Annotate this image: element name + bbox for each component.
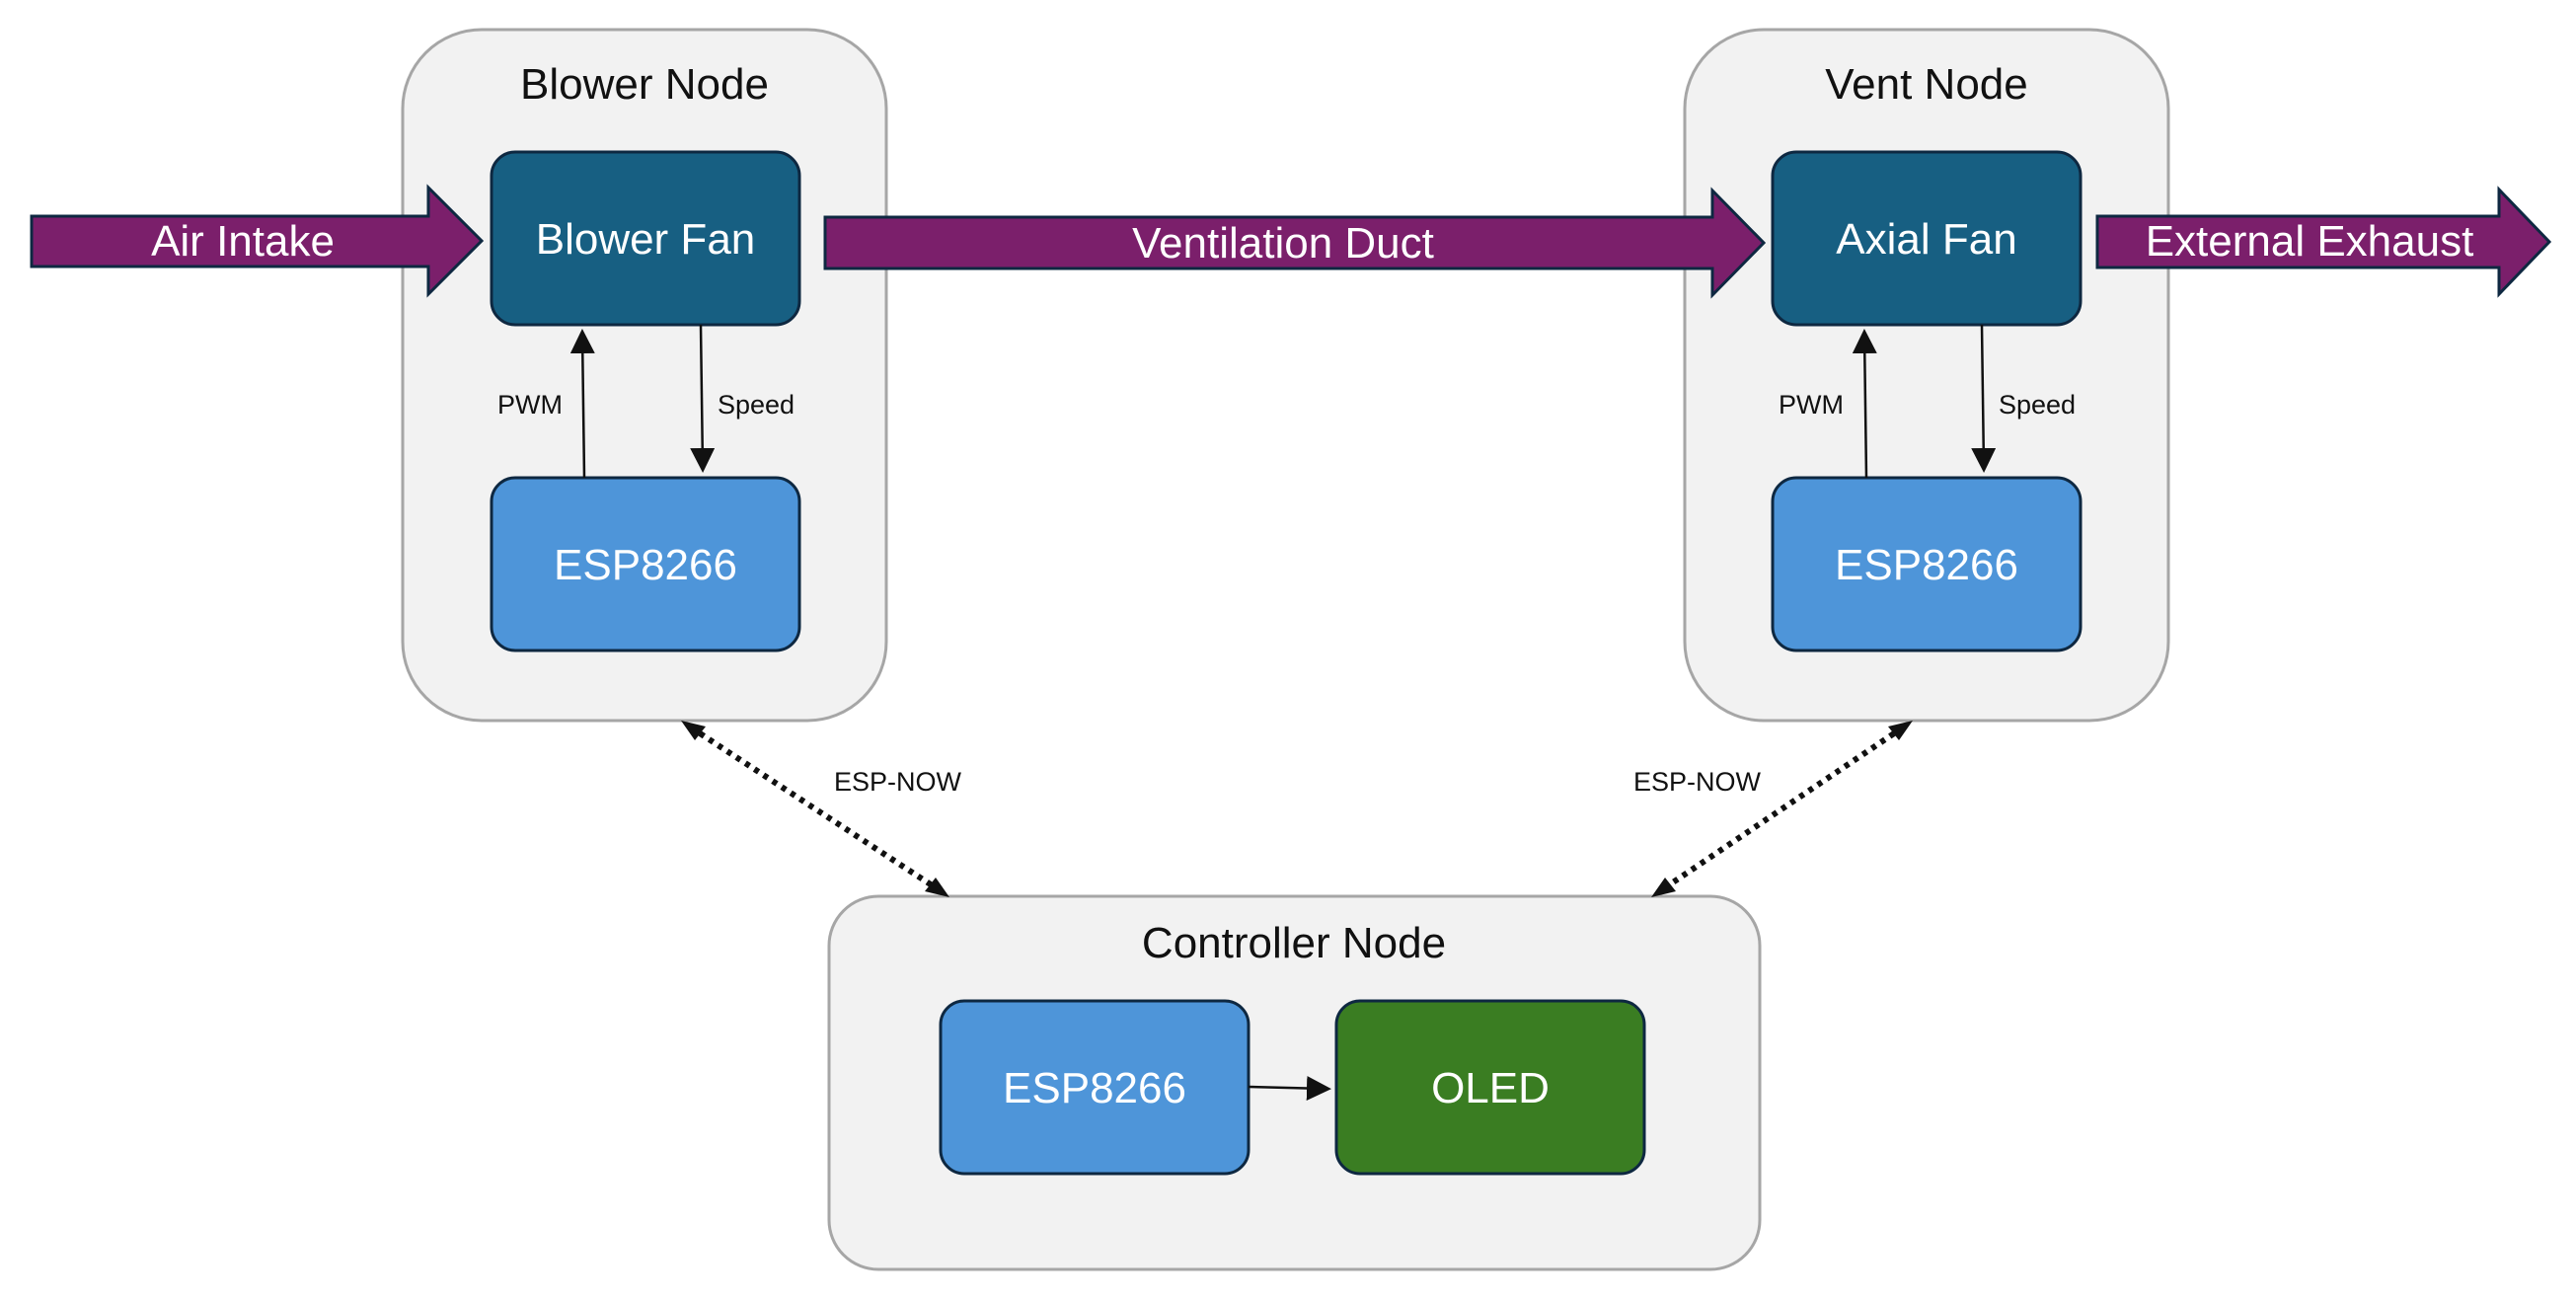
air-intake-label: Air Intake xyxy=(151,217,335,266)
external-exhaust-label: External Exhaust xyxy=(2146,217,2474,266)
vent-esp-box: ESP8266 xyxy=(1771,476,2083,652)
blower-fan-shape xyxy=(490,150,801,327)
axial-fan-shape xyxy=(1771,150,2083,327)
vent-pwm-label: PWM xyxy=(1779,390,1844,420)
espnow-left-arrowhead-bottom xyxy=(925,878,949,897)
espnow-right-arrowhead-top xyxy=(1888,721,1913,740)
external-exhaust-arrow-shape xyxy=(2095,186,2552,298)
external-exhaust-arrow: External Exhaust xyxy=(2095,186,2552,298)
controller-node-container xyxy=(827,894,1762,1271)
controller-node-group: Controller Node xyxy=(827,894,1762,1271)
air-intake-arrow-shape xyxy=(30,184,485,298)
blower-esp-box: ESP8266 xyxy=(490,476,801,652)
blower-pwm-label: PWM xyxy=(497,390,563,420)
vent-esp-shape xyxy=(1771,476,2083,652)
blower-fan-box: Blower Fan xyxy=(490,150,801,327)
esp-to-oled-connector xyxy=(1248,1075,1331,1101)
controller-esp-box: ESP8266 xyxy=(939,999,1250,1176)
blower-pwm-connector xyxy=(569,329,595,479)
blower-fan-label: Blower Fan xyxy=(536,215,756,264)
ventilation-duct-arrow-shape xyxy=(823,187,1767,299)
oled-shape xyxy=(1334,999,1646,1176)
axial-fan-box: Axial Fan xyxy=(1771,150,2083,327)
blower-esp-label: ESP8266 xyxy=(554,541,737,589)
vent-speed-connector xyxy=(1971,324,1997,473)
ventilation-duct-label: Ventilation Duct xyxy=(1132,219,1434,268)
oled-label: OLED xyxy=(1431,1064,1550,1112)
blower-esp-shape xyxy=(490,476,801,652)
blower-speed-connector xyxy=(690,324,716,473)
espnow-right-label: ESP-NOW xyxy=(1633,767,1762,797)
espnow-right-dotted-line xyxy=(1659,725,1905,893)
vent-speed-label: Speed xyxy=(1999,390,2076,420)
vent-pwm-connector xyxy=(1852,329,1877,479)
espnow-right-link xyxy=(1651,721,1913,897)
ventilation-duct-arrow: Ventilation Duct xyxy=(823,187,1767,299)
vent-node-title: Vent Node xyxy=(1825,60,2028,109)
blower-speed-label: Speed xyxy=(718,390,795,420)
oled-box: OLED xyxy=(1334,999,1646,1176)
espnow-left-label: ESP-NOW xyxy=(834,767,962,797)
controller-esp-label: ESP8266 xyxy=(1003,1064,1186,1112)
blower-node-title: Blower Node xyxy=(520,60,769,109)
espnow-right-arrowhead-bottom xyxy=(1651,878,1676,897)
espnow-left-dotted-line xyxy=(689,725,942,893)
espnow-left-arrowhead-top xyxy=(681,721,706,740)
controller-node-title: Controller Node xyxy=(1142,919,1446,967)
air-intake-arrow: Air Intake xyxy=(30,184,485,298)
vent-esp-label: ESP8266 xyxy=(1835,541,2018,589)
axial-fan-label: Axial Fan xyxy=(1836,215,2016,264)
espnow-left-link xyxy=(681,721,949,897)
